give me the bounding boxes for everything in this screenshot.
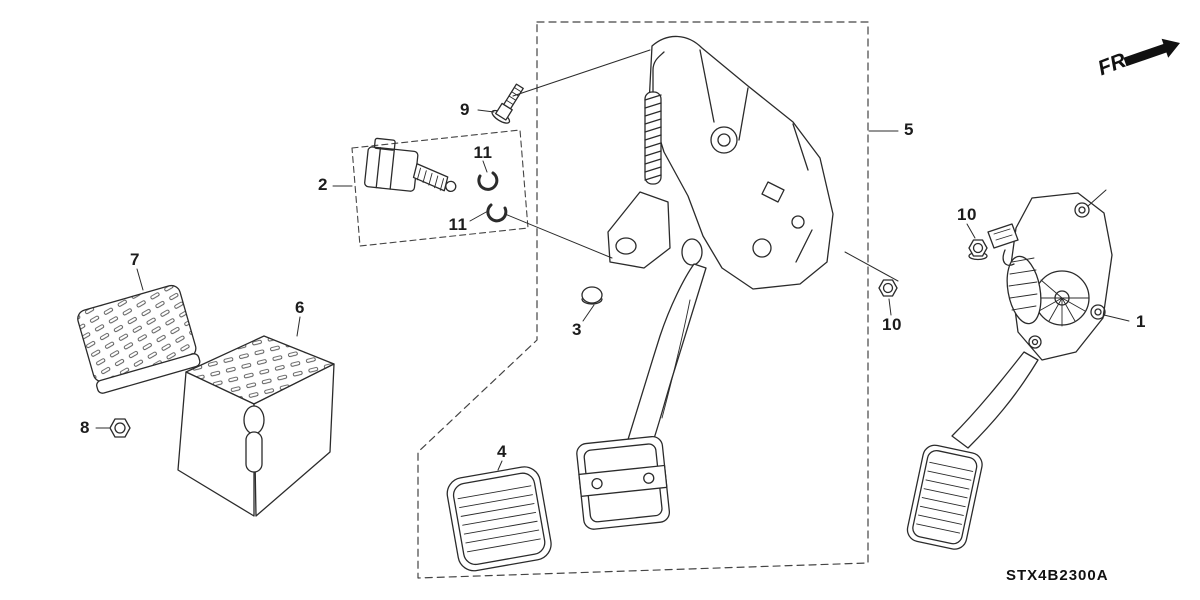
callout-11-upper: 11 (473, 143, 493, 162)
callout-10-lower: 10 (882, 315, 902, 334)
bolt-drawing (491, 83, 524, 124)
callout-7: 7 (130, 250, 140, 269)
switch-dashed-box (351, 129, 529, 247)
accelerator-pedal-drawing (906, 192, 1113, 550)
callout-3: 3 (572, 320, 582, 339)
callout-8: 8 (80, 418, 90, 437)
callout-6: 6 (295, 298, 305, 317)
nut-10-drawings (878, 239, 988, 297)
nut-8-drawing (109, 418, 131, 438)
callout-10-upper: 10 (957, 205, 977, 224)
footrest-drawing (177, 335, 335, 517)
callout-2: 2 (318, 175, 328, 194)
pedal-pad-drawing (446, 466, 552, 572)
leader-lines (95, 49, 1130, 471)
clip-drawings (477, 171, 508, 223)
footrest-cover-drawing (77, 284, 201, 394)
callout-1: 1 (1136, 312, 1146, 331)
main-assembly-dashed-box (417, 21, 869, 579)
callout-5: 5 (904, 120, 914, 139)
brake-pedal-assembly-drawing (576, 35, 834, 530)
callout-11-lower: 11 (448, 215, 468, 234)
fr-arrow-icon (1123, 38, 1180, 67)
callout-4: 4 (497, 442, 507, 461)
callout-9: 9 (460, 100, 470, 119)
cap-drawing (581, 286, 603, 305)
diagram-code: STX4B2300A (1006, 567, 1109, 584)
stop-switch-drawing (364, 137, 457, 193)
